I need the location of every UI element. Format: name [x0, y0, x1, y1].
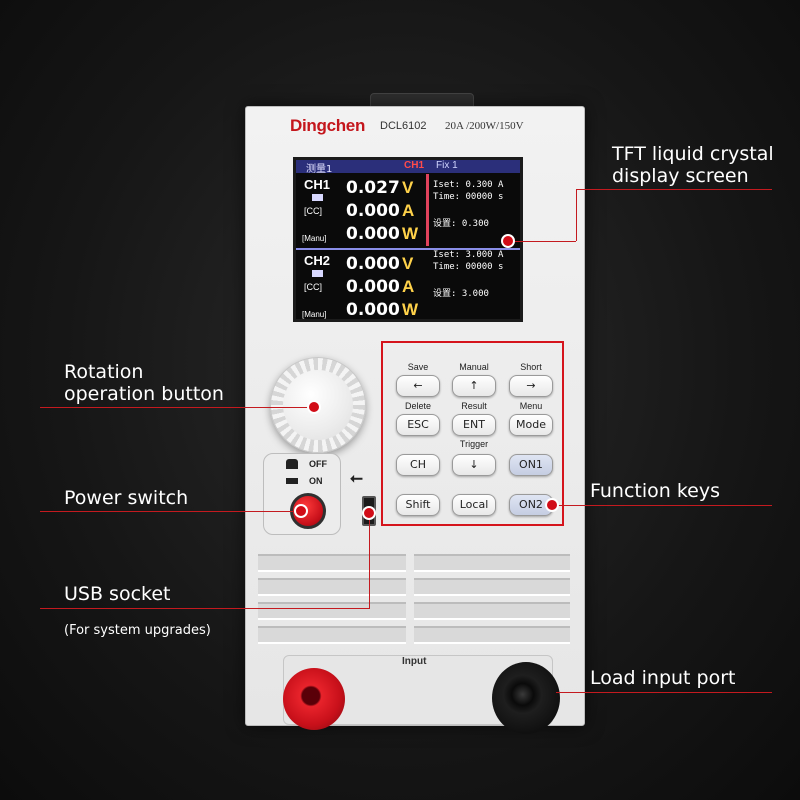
usb-icon: ⭠ [350, 470, 363, 487]
screen-active-channel: CH1 [404, 160, 425, 171]
tft-marker-dot [501, 234, 515, 248]
tft-leader-vertical [576, 189, 577, 241]
channel-2-panel: CH2 [CC] [Manu] 0.000 V 0.000 A 0.000 W … [296, 250, 520, 320]
channel-name: CH2 [304, 253, 331, 268]
time-readout: Time: 00000 s [433, 192, 504, 202]
channel-indicator-icon [312, 194, 323, 201]
power-off-icon [286, 459, 298, 469]
iset-readout: Iset: 0.300 A [433, 180, 504, 190]
vent-slot [258, 554, 406, 572]
trigger-label: Trigger [459, 439, 489, 449]
result-label: Result [461, 401, 487, 411]
current-value: 0.000 [346, 277, 400, 297]
tft-display: 测量1 CH1 Fix 1 CH1 [CC] [Manu] 0.027 V 0.… [293, 157, 523, 322]
voltage-value: 0.027 [346, 178, 400, 198]
esc-key[interactable]: ESC [396, 414, 440, 436]
usb-marker-dot [362, 506, 376, 520]
function-keys-leader [548, 505, 772, 506]
vent-slot [414, 554, 570, 572]
load-input-annotation: Load input port [590, 667, 736, 689]
screen-top-bar: 测量1 CH1 Fix 1 [296, 160, 520, 175]
manual-label: Manual [459, 362, 489, 372]
channel-divider [296, 248, 520, 250]
local-key[interactable]: Local [452, 494, 496, 516]
usb-annotation-note: (For system upgrades) [64, 623, 211, 638]
iset-readout: Iset: 3.000 A [433, 250, 504, 260]
tft-annotation-line2: display screen [612, 165, 749, 187]
power-value: 0.000 [346, 300, 400, 320]
time-readout: Time: 00000 s [433, 262, 504, 272]
shift-key[interactable]: Shift [396, 494, 440, 516]
channel-name: CH1 [304, 177, 331, 192]
channel-state: [Manu] [302, 234, 327, 243]
power-annotation: Power switch [64, 487, 189, 509]
channel-1-panel: CH1 [CC] [Manu] 0.027 V 0.000 A 0.000 W … [296, 174, 520, 252]
power-leader [40, 511, 302, 512]
current-value: 0.000 [346, 201, 400, 221]
save-label: Save [407, 362, 429, 372]
current-unit: A [402, 201, 415, 220]
right-arrow-key[interactable]: → [509, 375, 553, 397]
model-number: DCL6102 [380, 120, 427, 132]
vent-slot [414, 602, 570, 620]
power-on-label: ON [309, 476, 323, 486]
channel-cursor-bar [426, 174, 429, 246]
usb-leader-horizontal [40, 608, 370, 609]
voltage-value: 0.000 [346, 254, 400, 274]
vent-slot [414, 626, 570, 644]
setting-readout: 设置: 0.300 [433, 219, 489, 229]
channel-mode: [CC] [304, 282, 322, 292]
tft-leader-horizontal [576, 189, 772, 190]
channel-mode: [CC] [304, 206, 322, 216]
tft-annotation-line1: TFT liquid crystal [612, 143, 774, 165]
usb-annotation: USB socket [64, 583, 171, 605]
current-unit: A [402, 277, 415, 296]
ch-key[interactable]: CH [396, 454, 440, 476]
power-marker-dot [294, 504, 308, 518]
function-keys-annotation: Function keys [590, 480, 721, 502]
vent-slot [258, 602, 406, 620]
spec-label: 20A /200W/150V [445, 120, 524, 132]
tft-leader-to-dot [512, 241, 576, 242]
screen-top-left: 测量1 [306, 164, 333, 175]
power-unit: W [402, 300, 419, 319]
channel-state: [Manu] [302, 310, 327, 319]
screen-top-right: Fix 1 [436, 160, 458, 171]
input-label: Input [402, 656, 427, 667]
function-keys-marker-dot [545, 498, 559, 512]
vent-slot [258, 578, 406, 596]
voltage-unit: V [402, 254, 414, 273]
function-keys-highlight [381, 341, 564, 526]
negative-terminal[interactable] [492, 662, 560, 734]
positive-terminal[interactable] [283, 668, 345, 730]
setting-readout: 设置: 3.000 [433, 289, 489, 299]
mode-key[interactable]: Mode [509, 414, 553, 436]
power-value: 0.000 [346, 224, 400, 244]
down-arrow-key[interactable]: ↓ [452, 454, 496, 476]
vent-slot [414, 578, 570, 596]
channel-indicator-icon [312, 270, 323, 277]
usb-leader-vertical [369, 518, 370, 608]
left-arrow-key[interactable]: ← [396, 375, 440, 397]
voltage-unit: V [402, 178, 414, 197]
power-on-icon [286, 478, 298, 484]
rotation-leader [40, 407, 314, 408]
load-input-leader [556, 692, 772, 693]
rotation-annotation-line2: operation button [64, 383, 224, 405]
power-off-label: OFF [309, 459, 327, 469]
rotation-marker-dot [307, 400, 321, 414]
up-arrow-key[interactable]: ↑ [452, 375, 496, 397]
on1-key[interactable]: ON1 [509, 454, 553, 476]
delete-label: Delete [404, 401, 431, 411]
power-unit: W [402, 224, 419, 243]
menu-label: Menu [519, 401, 543, 411]
vent-slot [258, 626, 406, 644]
short-label: Short [520, 362, 542, 372]
ent-key[interactable]: ENT [452, 414, 496, 436]
brand-logo: Dingchen [290, 116, 366, 135]
rotation-annotation-line1: Rotation [64, 361, 144, 383]
